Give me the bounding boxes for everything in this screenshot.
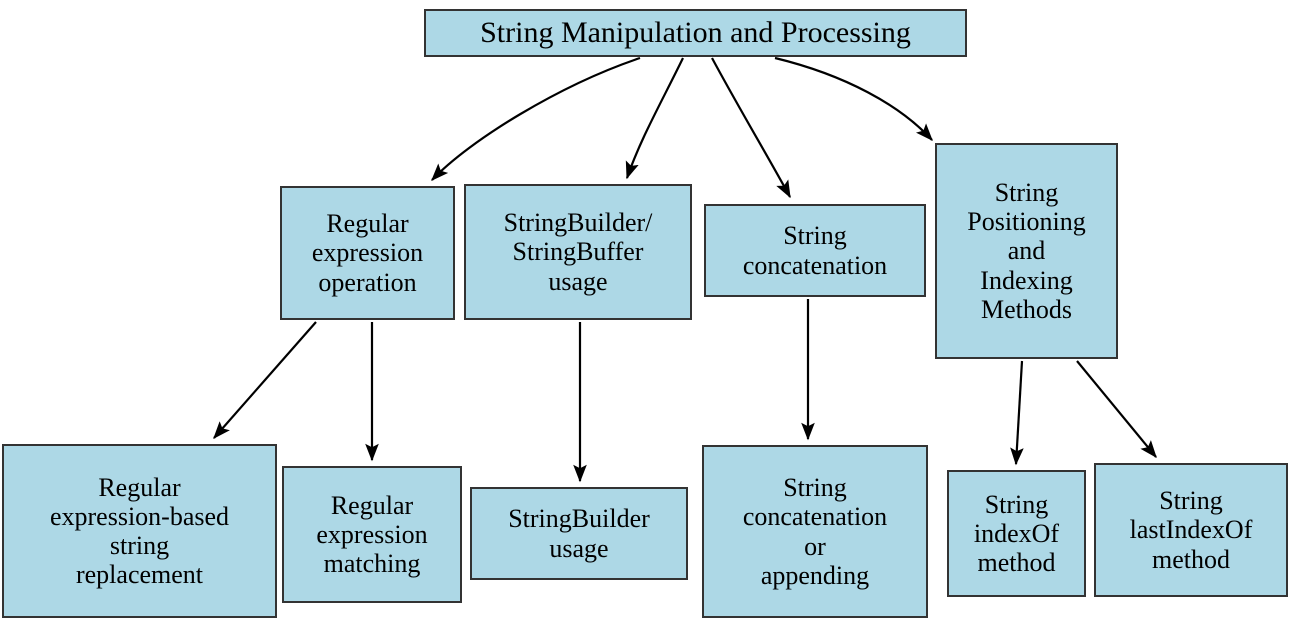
- node-string-concatenation[interactable]: String concatenation: [704, 204, 926, 297]
- node-label-regex-operation: Regular expression operation: [311, 209, 424, 297]
- node-label-regex-based-string-replacement: Regular expression-based string replacem…: [49, 472, 230, 590]
- edge-root-to-string-concatenation: [711, 57, 791, 199]
- node-label-regex-matching: Regular expression matching: [316, 490, 428, 579]
- node-label-string-positioning-indexing: String Positioning and Indexing Methods: [967, 178, 1086, 324]
- node-root[interactable]: String Manipulation and Processing: [424, 9, 967, 57]
- node-label-string-lastindexof-method: String lastIndexOf method: [1129, 486, 1253, 574]
- node-stringbuilder-usage[interactable]: StringBuilder usage: [470, 487, 688, 580]
- node-string-concatenation-or-appending[interactable]: String concatenation or appending: [702, 445, 928, 618]
- edge-regex-operation-to-regex-based-string-replacement: [213, 321, 317, 439]
- edge-root-to-string-positioning-indexing: [774, 56, 933, 141]
- node-stringbuilder-stringbuffer-usage[interactable]: StringBuilder/ StringBuffer usage: [464, 184, 692, 320]
- node-label-stringbuilder-usage: StringBuilder usage: [508, 504, 650, 563]
- node-label-string-concatenation-or-appending: String concatenation or appending: [742, 473, 888, 590]
- node-string-indexof-method[interactable]: String indexOf method: [947, 470, 1086, 597]
- node-label-string-concatenation: String concatenation: [742, 221, 888, 280]
- edge-string-positioning-indexing-to-string-indexof-method: [1010, 360, 1024, 466]
- node-regex-matching[interactable]: Regular expression matching: [282, 466, 462, 603]
- node-regex-operation[interactable]: Regular expression operation: [280, 186, 455, 320]
- node-string-positioning-indexing[interactable]: String Positioning and Indexing Methods: [935, 143, 1118, 359]
- node-label-stringbuilder-stringbuffer-usage: StringBuilder/ StringBuffer usage: [503, 208, 653, 296]
- node-string-lastindexof-method[interactable]: String lastIndexOf method: [1094, 463, 1288, 597]
- edge-string-positioning-indexing-to-string-lastindexof-method: [1076, 360, 1157, 459]
- edge-root-to-stringbuilder-stringbuffer-usage: [625, 57, 684, 180]
- edge-root-to-regex-operation: [431, 56, 641, 181]
- node-label-root: String Manipulation and Processing: [480, 16, 911, 50]
- node-regex-based-string-replacement[interactable]: Regular expression-based string replacem…: [2, 444, 277, 618]
- node-label-string-indexof-method: String indexOf method: [973, 489, 1060, 578]
